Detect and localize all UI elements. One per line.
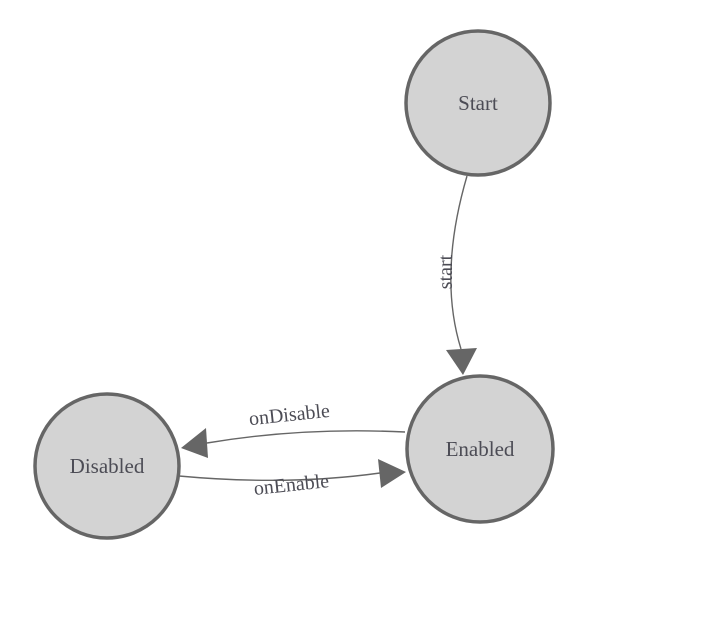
edge-line-disabled-to-enabled <box>178 472 381 482</box>
edge-enabled-to-disabled: onDisable <box>181 400 406 458</box>
arrowhead-enabled-to-disabled <box>181 428 208 458</box>
node-start-circle[interactable] <box>404 29 552 177</box>
edge-label-onenable: onEnable <box>253 470 331 500</box>
edge-disabled-to-enabled: onEnable <box>178 459 406 500</box>
edge-line-enabled-to-disabled <box>206 430 406 444</box>
edge-line-start-to-enabled <box>450 175 468 350</box>
node-disabled-circle[interactable] <box>33 392 181 540</box>
arrowhead-disabled-to-enabled <box>378 459 406 488</box>
node-enabled-label: Enabled <box>446 437 515 461</box>
node-start: Start <box>404 29 552 177</box>
edge-label-ondisable: onDisable <box>248 400 331 430</box>
edge-start-to-enabled: start <box>435 175 477 375</box>
arrowhead-start-to-enabled <box>446 348 477 375</box>
node-disabled: Disabled <box>33 392 181 540</box>
node-disabled-label: Disabled <box>70 454 145 478</box>
edge-label-start: start <box>435 254 457 289</box>
node-enabled: Enabled <box>405 374 555 524</box>
node-enabled-circle[interactable] <box>405 374 555 524</box>
node-start-label: Start <box>458 91 498 115</box>
